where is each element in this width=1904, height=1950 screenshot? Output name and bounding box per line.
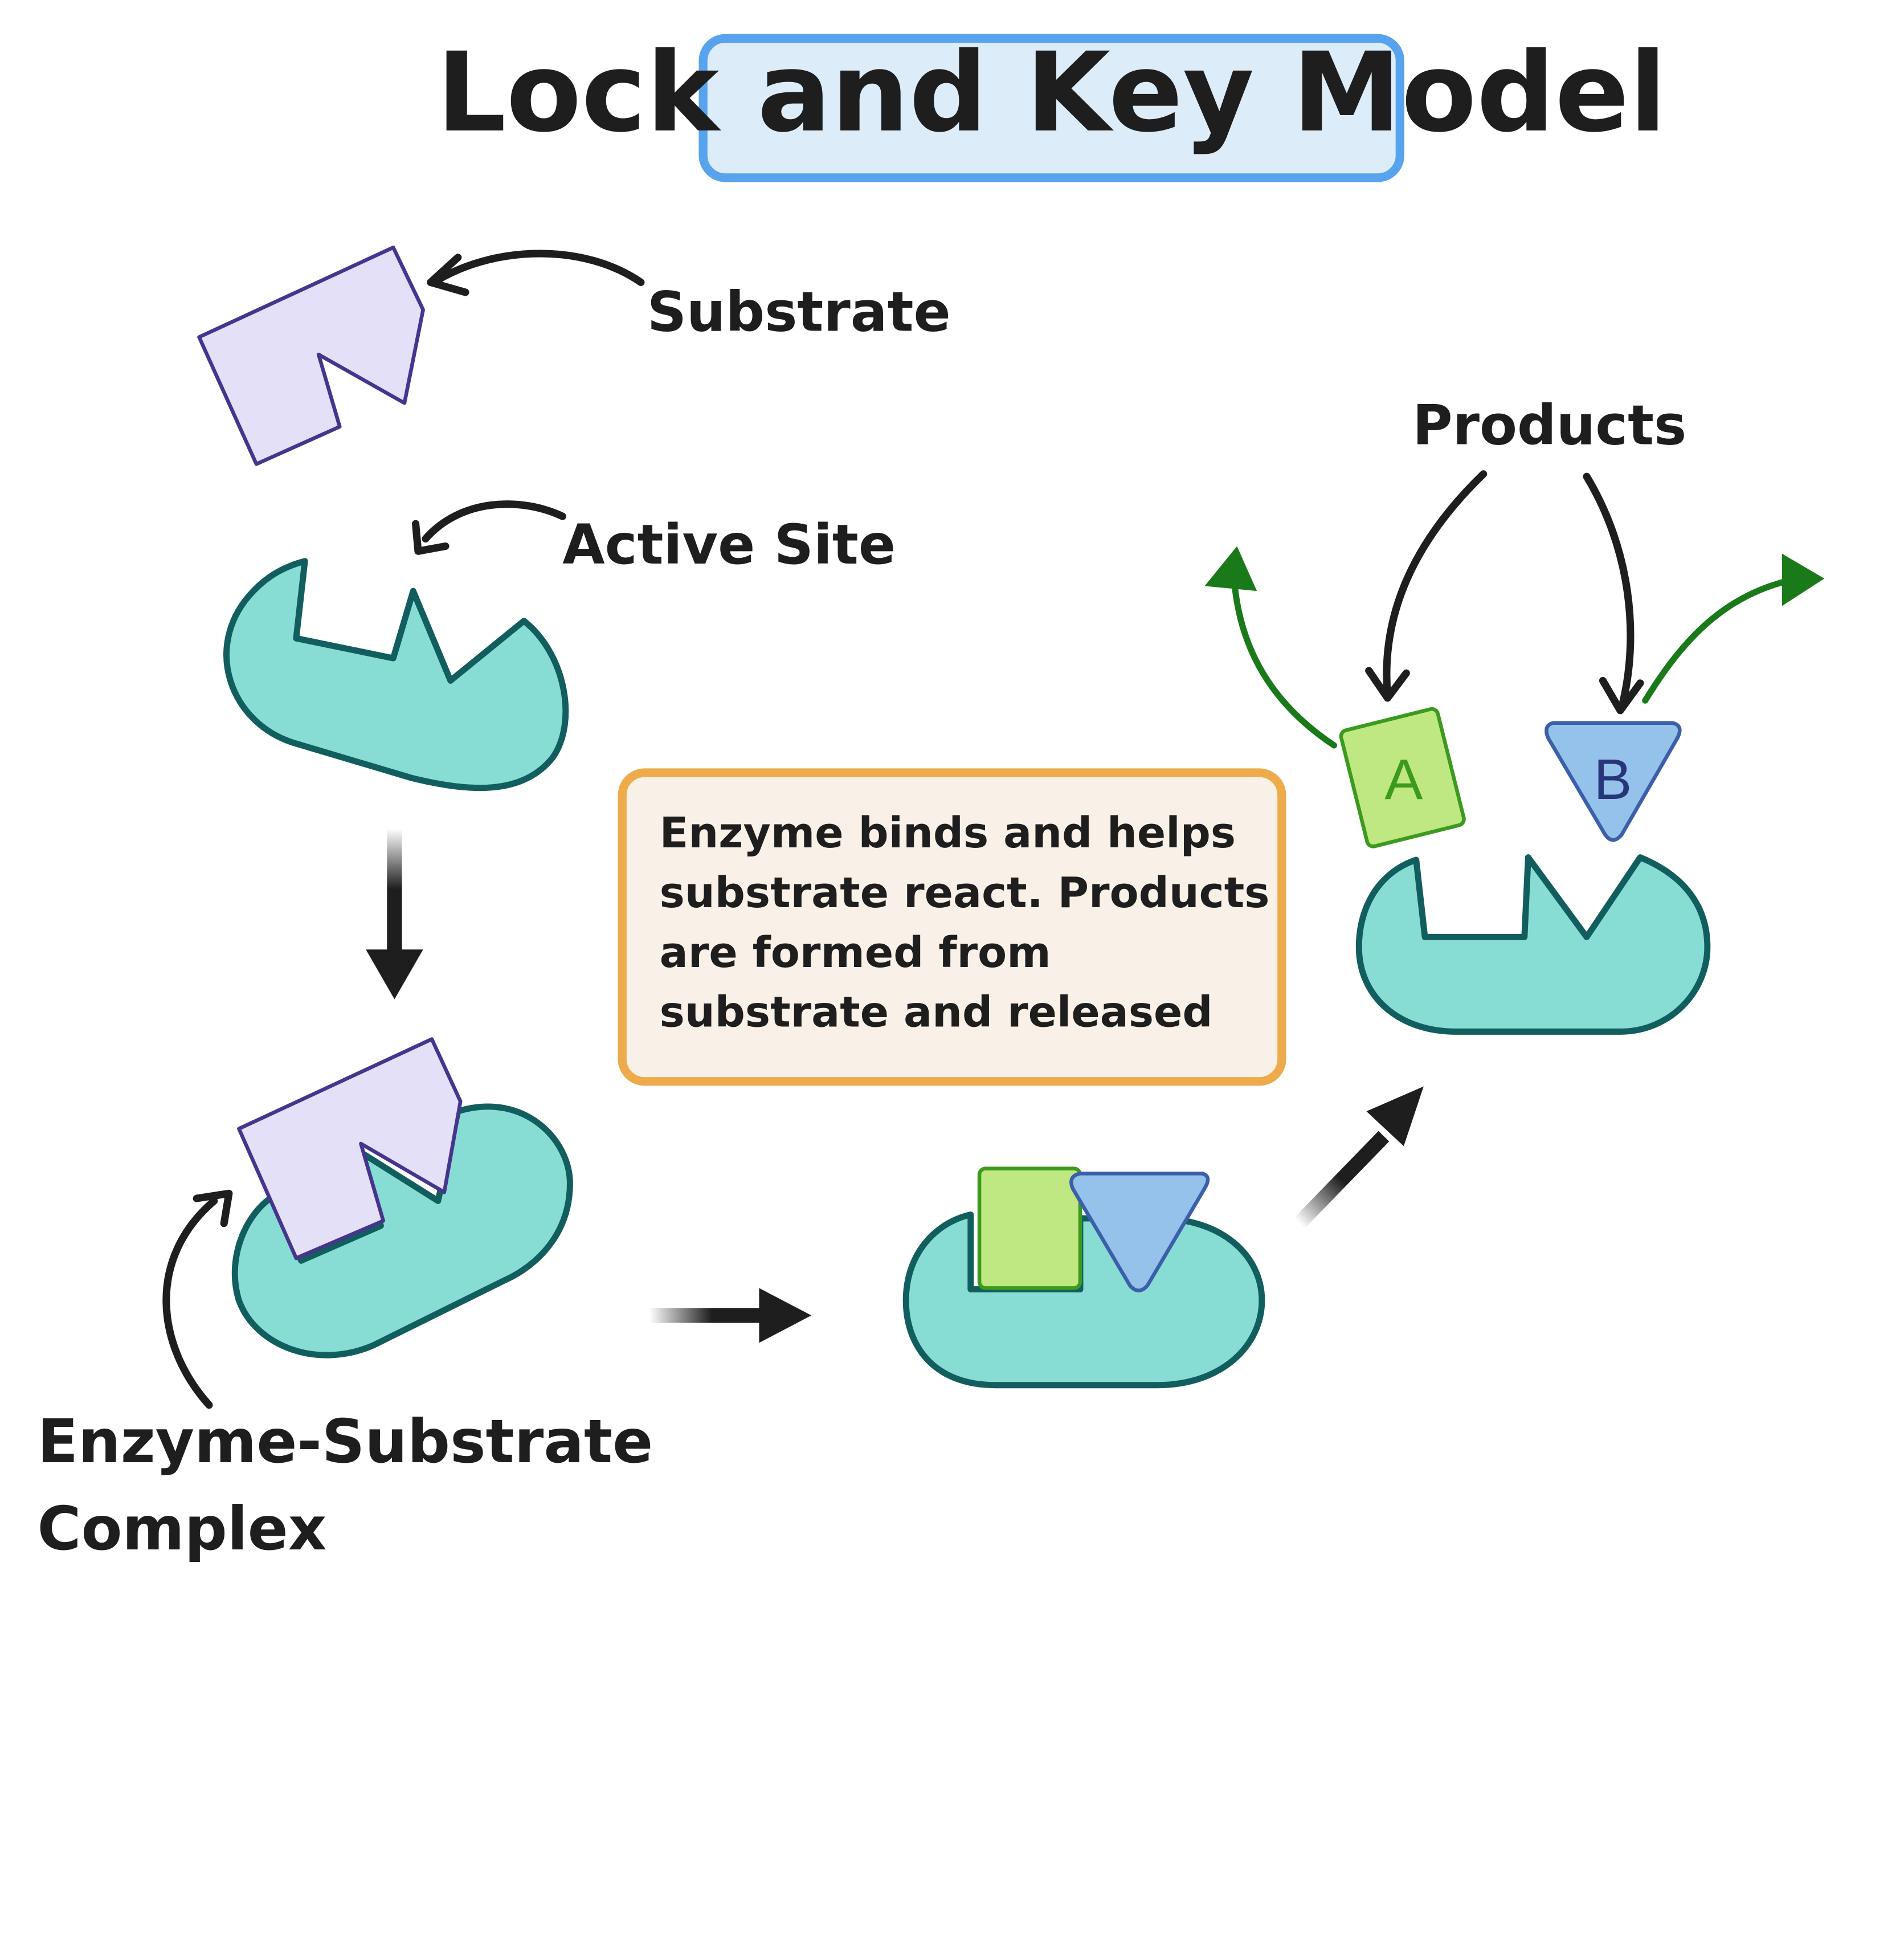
note-line-1: Enzyme binds and helps xyxy=(660,808,1236,858)
enzyme-shape-2 xyxy=(231,1103,573,1359)
release-arrow-left-head xyxy=(1204,546,1257,591)
release-arrow-left xyxy=(1231,580,1338,749)
complex-pointer-arrowhead xyxy=(193,1189,233,1227)
product-b-shape xyxy=(1545,721,1682,842)
release-arrow-right xyxy=(1642,578,1791,704)
product-a-bound-shape xyxy=(977,1166,1082,1290)
product-b: B xyxy=(1545,721,1682,842)
label-complex-line2: Complex xyxy=(38,1494,327,1564)
product-a-label: A xyxy=(1384,748,1423,811)
title-box: Lock and Key Model xyxy=(436,30,1666,182)
release-arrow-right-head xyxy=(1782,553,1825,606)
products-pointer-b-head xyxy=(1599,676,1644,715)
substrate-pointer-arrow xyxy=(434,250,645,286)
label-complex-line1: Enzyme-Substrate xyxy=(38,1407,653,1476)
right-arrow-shaft xyxy=(649,1308,774,1323)
down-arrow-head xyxy=(366,949,423,1000)
diagonal-arrow-head xyxy=(1366,1086,1424,1147)
bound-substrate-shape xyxy=(237,1037,463,1260)
label-products: Products xyxy=(1412,393,1686,457)
note-line-4: substrate and released xyxy=(660,988,1213,1037)
enzyme-shape-4 xyxy=(1355,854,1711,1035)
product-b-bound-shape xyxy=(1069,1172,1210,1292)
enzyme-shape-3 xyxy=(902,1211,1265,1389)
note-box-frame xyxy=(618,768,1286,1086)
products-pointer-b xyxy=(1583,472,1635,712)
product-a-shape xyxy=(1339,707,1466,848)
active-site-pointer-arrowhead xyxy=(412,520,450,555)
note-box: Enzyme binds and helps substrate react. … xyxy=(618,768,1286,1086)
substrate-pointer-arrowhead xyxy=(427,254,469,296)
note-line-2: substrate react. Products xyxy=(660,868,1270,917)
down-arrow xyxy=(366,829,423,1000)
right-arrow xyxy=(649,1288,812,1343)
active-site-pointer-arrow xyxy=(422,500,566,542)
products-pointer-a xyxy=(1383,470,1488,700)
product-b-label: B xyxy=(1594,748,1632,811)
products-pointer-a-head xyxy=(1365,667,1410,702)
diagonal-arrow xyxy=(1294,1086,1424,1229)
product-a: A xyxy=(1339,707,1466,848)
label-active-site: Active Site xyxy=(562,513,896,577)
note-line-3: are formed from xyxy=(660,928,1051,977)
right-arrow-head xyxy=(759,1288,812,1343)
label-substrate: Substrate xyxy=(647,280,951,344)
down-arrow-shaft xyxy=(387,829,402,964)
substrate-shape xyxy=(197,245,425,466)
enzyme-shape-1 xyxy=(223,558,569,792)
title-box-frame xyxy=(698,34,1404,182)
page-title: Lock and Key Model xyxy=(436,30,1666,157)
complex-pointer-arrow xyxy=(162,1197,218,1409)
diagonal-arrow-shaft xyxy=(1294,1131,1390,1229)
